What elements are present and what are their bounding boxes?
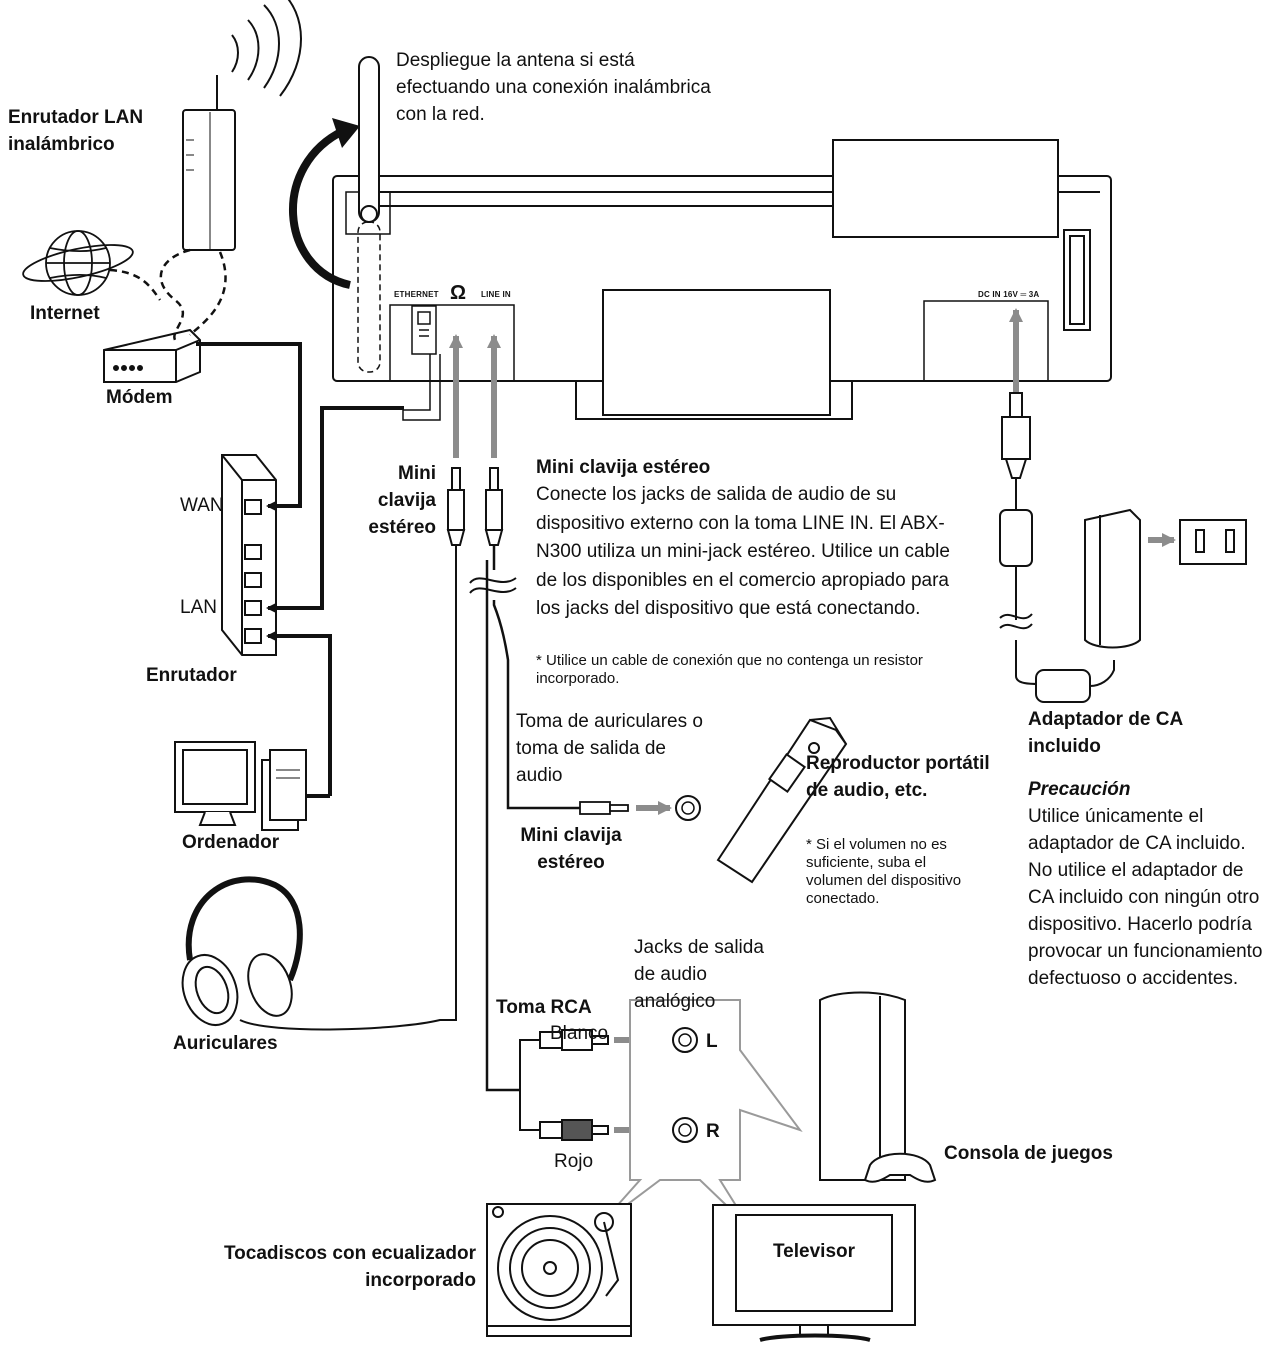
headphone-jack-icon: Ω [450,282,467,304]
router-label: Enrutador [146,665,237,686]
tv-label: Televisor [772,1241,856,1262]
antenna-note: Despliegue la antena si está efectuando … [396,50,711,125]
internet-globe [22,230,134,296]
modem-label: Módem [106,387,173,408]
portable-player-label: Reproductor portátil de audio, etc. [806,753,990,801]
television [712,1204,916,1342]
game-console [819,991,937,1183]
headphones-label: Auriculares [173,1033,278,1054]
internet-label: Internet [30,303,100,324]
mini-plug-bottom-label: Mini clavija estéreo [520,825,622,873]
ac-adapter-label: Adaptador de CA incluido [1028,709,1183,757]
antenna-raise-arrow [288,126,351,289]
analog-out-label: Jacks de salida de audio analógico [634,937,764,1012]
wireless-router [182,75,236,251]
mini-plug-note: * Utilice un cable de conexión que no co… [536,652,923,687]
lan-label: LAN [180,597,217,618]
turntable [486,1203,632,1337]
right-channel-label: R [706,1121,720,1142]
mini-plug-title: Mini clavija estéreo [536,457,711,478]
wall-outlet [1179,519,1247,565]
modem [103,328,201,383]
mini-plugs [446,467,504,546]
portable-player-note: * Si el volumen no es suficiente, suba e… [806,836,962,907]
mini-plug-left-label: Mini clavija estéreo [368,463,436,538]
rca-label: Toma RCA [496,997,592,1018]
headphones [181,545,457,1031]
red-label: Rojo [554,1151,594,1172]
computer [174,741,307,831]
ac-adapter [999,392,1141,703]
port-label-linein: LINE IN [481,290,511,299]
mini-plug-description: Conecte los jacks de salida de audio de … [536,484,950,619]
router [221,454,277,656]
ethernet-port [402,305,441,421]
left-channel-label: L [706,1031,718,1052]
rca-plugs [519,1029,609,1141]
game-console-label: Consola de juegos [944,1143,1113,1164]
analog-out-callout [599,999,803,1229]
white-label: Blanco [550,1023,609,1044]
computer-label: Ordenador [182,832,280,853]
portable-audio-player [716,716,848,884]
wireless-router-label: Enrutador LAN inalámbrico [8,107,144,155]
antenna [357,56,381,373]
turntable-label: Tocadiscos con ecualizador incorporado [223,1243,476,1291]
headphone-jack-label: Toma de auriculares o toma de salida de … [516,711,703,786]
caution-title: Precaución [1028,779,1131,800]
port-label-ethernet: ETHERNET [394,290,439,299]
caution-text: Utilice únicamente el adaptador de CA in… [1028,806,1263,989]
wan-label: WAN [180,495,224,516]
wireless-waves [231,0,302,97]
main-unit-rear-panel [332,139,1112,420]
port-label-dcin: DC IN 16V ═ 3A [978,290,1040,299]
